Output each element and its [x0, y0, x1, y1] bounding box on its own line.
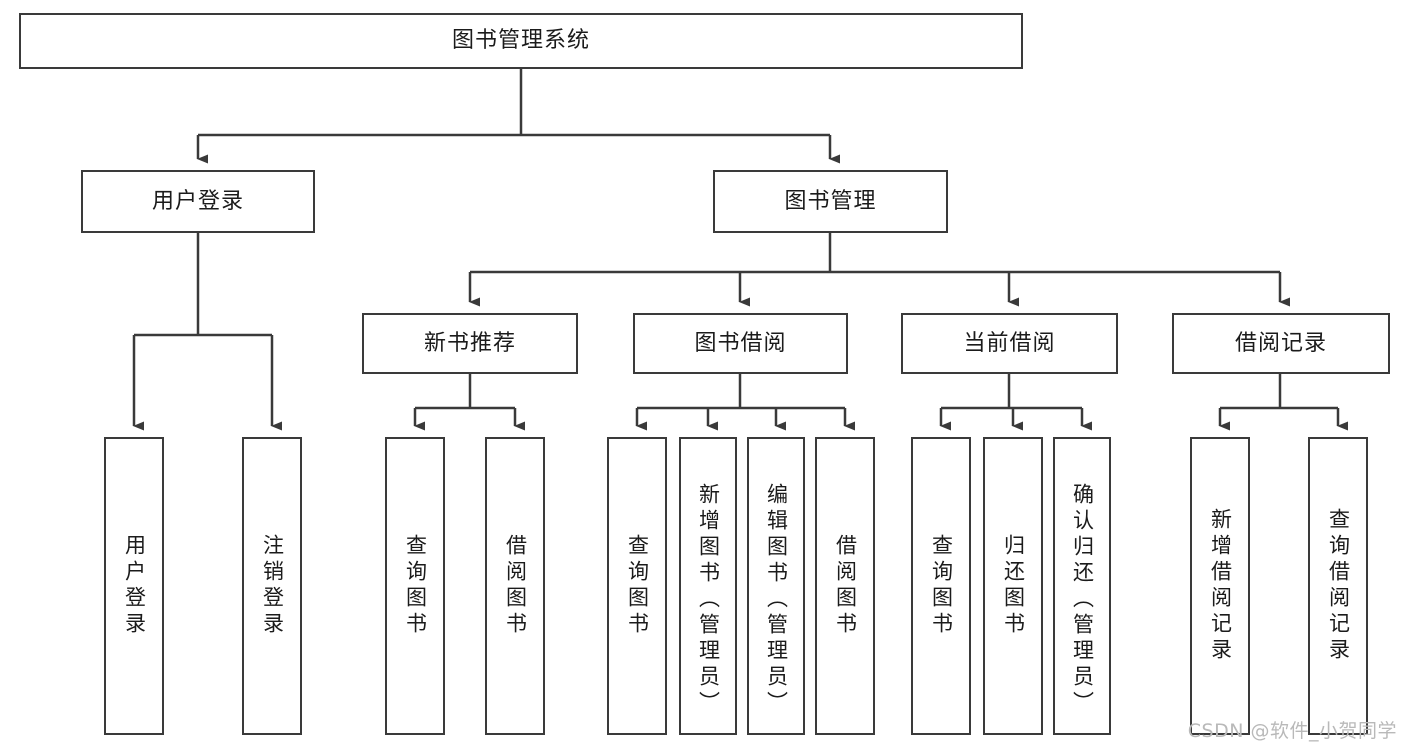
node-leaf-6[interactable]: 编辑图书（管理员） — [747, 437, 805, 735]
node-level3-3[interactable]: 借阅记录 — [1172, 313, 1390, 374]
node-root[interactable]: 图书管理系统 — [19, 13, 1023, 69]
watermark-text: CSDN @软件_小贺同学 — [1187, 720, 1397, 742]
node-leaf-1-label: 注销登录 — [260, 534, 285, 638]
node-leaf-12[interactable]: 查询借阅记录 — [1308, 437, 1368, 735]
node-level2-0-label: 用户登录 — [151, 188, 244, 214]
node-root-label: 图书管理系统 — [451, 28, 590, 54]
node-leaf-10-label: 确认归还（管理员） — [1070, 483, 1095, 717]
node-leaf-10[interactable]: 确认归还（管理员） — [1053, 437, 1111, 735]
node-leaf-0[interactable]: 用户登录 — [104, 437, 164, 735]
node-leaf-4[interactable]: 查询图书 — [607, 437, 667, 735]
node-leaf-12-label: 查询借阅记录 — [1326, 508, 1351, 664]
node-level3-3-label: 借阅记录 — [1234, 330, 1327, 356]
node-leaf-1[interactable]: 注销登录 — [242, 437, 302, 735]
node-leaf-11[interactable]: 新增借阅记录 — [1190, 437, 1250, 735]
node-leaf-0-label: 用户登录 — [122, 534, 147, 638]
node-level3-1[interactable]: 图书借阅 — [633, 313, 848, 374]
node-leaf-6-label: 编辑图书（管理员） — [764, 483, 789, 717]
node-level2-0[interactable]: 用户登录 — [81, 170, 315, 233]
node-leaf-2-label: 查询图书 — [403, 534, 428, 638]
node-leaf-7-label: 借阅图书 — [833, 534, 858, 638]
node-level3-2-label: 当前借阅 — [963, 330, 1056, 356]
node-leaf-2[interactable]: 查询图书 — [385, 437, 445, 735]
node-leaf-7[interactable]: 借阅图书 — [815, 437, 875, 735]
node-leaf-5-label: 新增图书（管理员） — [696, 483, 721, 717]
node-leaf-9[interactable]: 归还图书 — [983, 437, 1043, 735]
node-leaf-11-label: 新增借阅记录 — [1208, 508, 1233, 664]
node-leaf-3[interactable]: 借阅图书 — [485, 437, 545, 735]
node-level2-1-label: 图书管理 — [784, 188, 877, 214]
node-level3-0-label: 新书推荐 — [423, 330, 516, 356]
node-leaf-4-label: 查询图书 — [625, 534, 650, 638]
node-leaf-5[interactable]: 新增图书（管理员） — [679, 437, 737, 735]
node-level3-0[interactable]: 新书推荐 — [362, 313, 578, 374]
node-leaf-8-label: 查询图书 — [929, 534, 954, 638]
node-leaf-3-label: 借阅图书 — [503, 534, 528, 638]
node-level3-1-label: 图书借阅 — [694, 330, 787, 356]
node-leaf-9-label: 归还图书 — [1001, 534, 1026, 638]
node-level3-2[interactable]: 当前借阅 — [901, 313, 1118, 374]
node-leaf-8[interactable]: 查询图书 — [911, 437, 971, 735]
node-level2-1[interactable]: 图书管理 — [713, 170, 948, 233]
